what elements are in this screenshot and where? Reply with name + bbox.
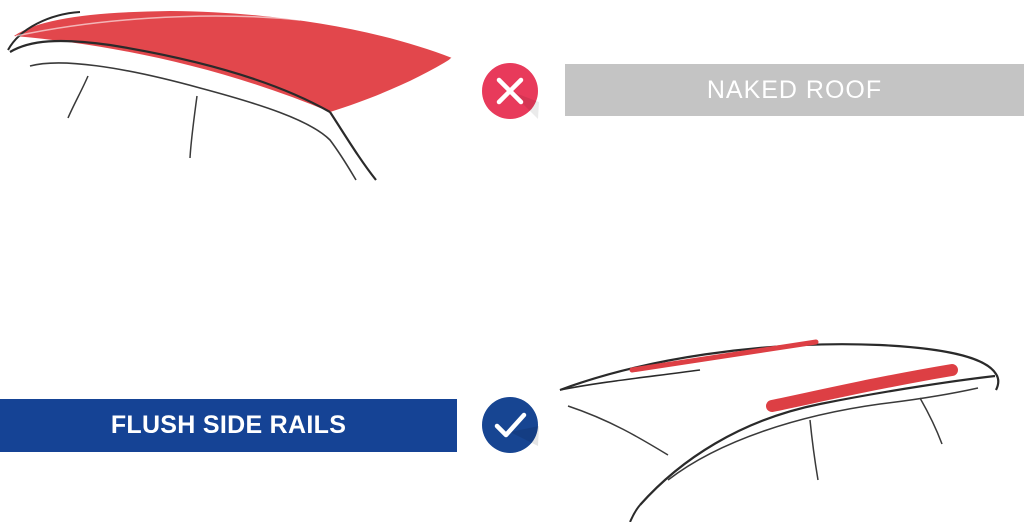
side-rail-far xyxy=(629,339,819,373)
roof-outline xyxy=(9,39,331,113)
flush-rails-car-illustration xyxy=(559,339,1000,522)
naked-roof-panel xyxy=(14,11,452,112)
pillar-b xyxy=(809,419,819,481)
pillar-c xyxy=(919,397,943,445)
side-rail-near xyxy=(766,364,958,412)
window-frame xyxy=(29,62,357,181)
pillar-rear xyxy=(567,405,669,456)
pillar-front xyxy=(67,75,89,119)
cross-mark-icon xyxy=(482,63,539,119)
flush-side-rails-label: FLUSH SIDE RAILS xyxy=(0,399,457,452)
roof-front-edge xyxy=(7,11,81,51)
pillar-middle xyxy=(189,95,198,159)
rail-roof-outline xyxy=(559,343,1000,392)
check-mark-icon xyxy=(482,397,539,453)
rear-window-frame xyxy=(639,374,996,506)
naked-roof-label: NAKED ROOF xyxy=(565,64,1024,116)
side-window-line xyxy=(667,387,979,481)
